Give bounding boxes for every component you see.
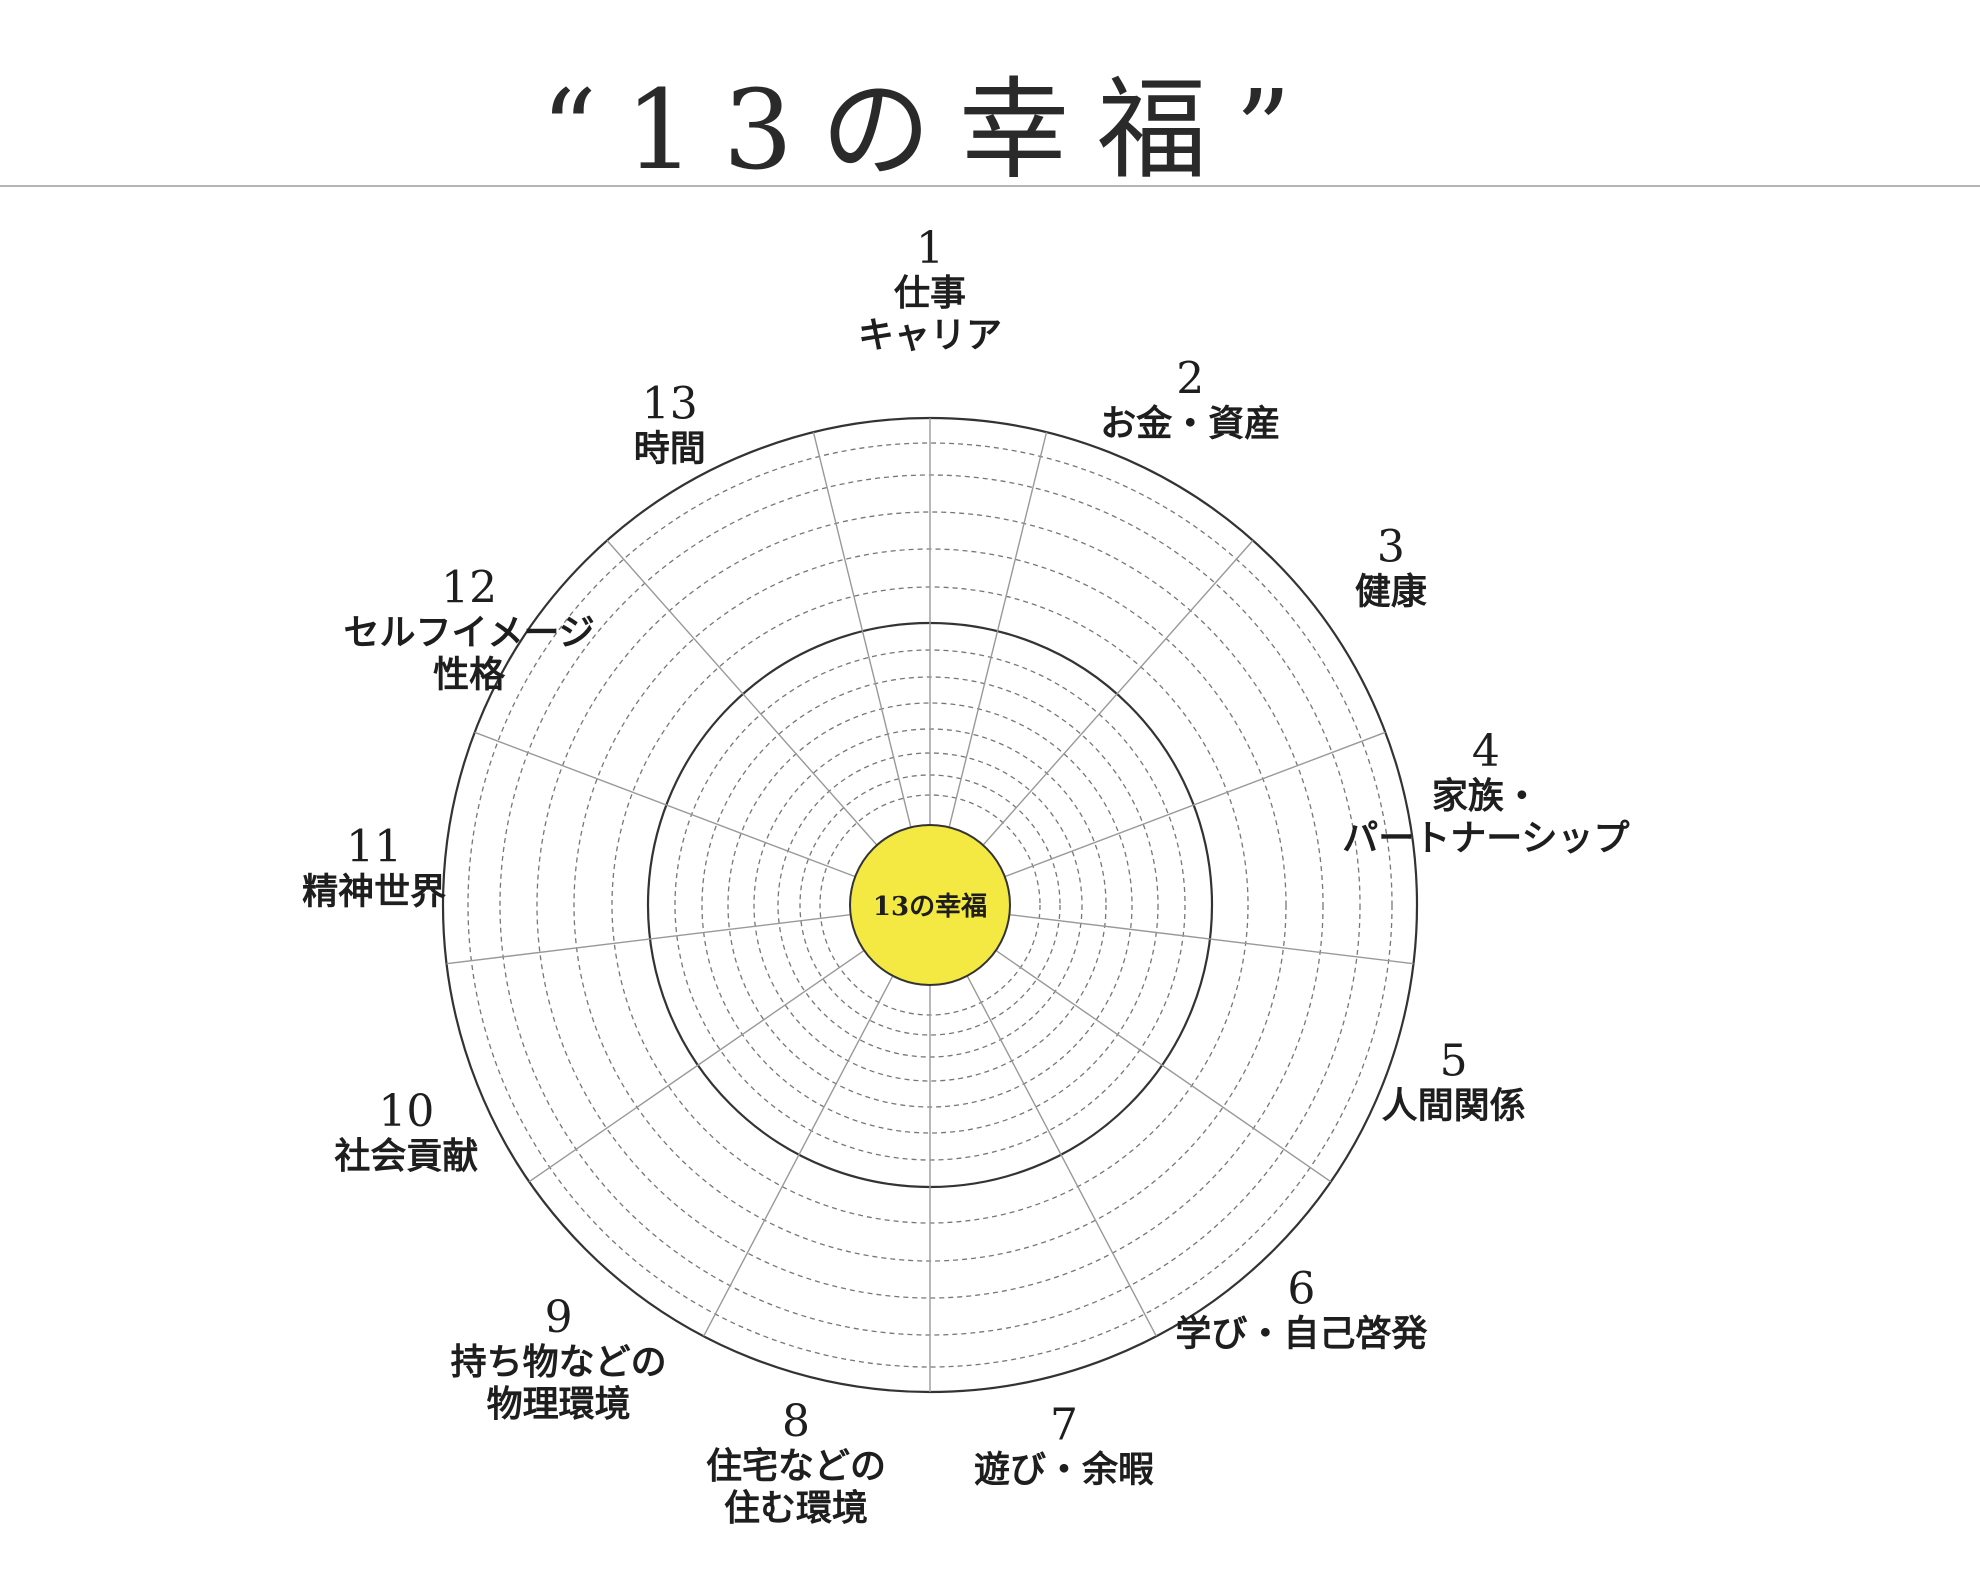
category-name: 学び・自己啓発 <box>1175 1312 1428 1354</box>
category-number: 4 <box>1472 726 1500 777</box>
category-label-7: 7遊び・余暇 <box>974 1399 1154 1490</box>
category-number: 1 <box>916 223 944 274</box>
category-name: 遊び・余暇 <box>974 1448 1154 1490</box>
spoke-9 <box>528 949 865 1183</box>
title-divider <box>0 185 1980 187</box>
spoke-2 <box>982 540 1254 846</box>
wheel-spokes <box>446 418 1414 1392</box>
category-name: 時間 <box>634 428 706 470</box>
outer-dashed-ring-5 <box>467 442 1393 1368</box>
category-name: 仕事 <box>894 272 966 314</box>
category-number: 9 <box>545 1292 573 1343</box>
category-name: 性格 <box>433 653 506 695</box>
outer-dashed-ring-3 <box>536 511 1324 1299</box>
spoke-6 <box>966 975 1157 1337</box>
category-number: 8 <box>782 1396 810 1447</box>
category-number: 3 <box>1377 522 1405 573</box>
category-number: 6 <box>1287 1263 1315 1314</box>
category-name: 精神世界 <box>302 870 446 912</box>
center-label: 13の幸福 <box>873 892 987 922</box>
spoke-12 <box>606 540 878 846</box>
category-label-3: 3健康 <box>1355 522 1427 613</box>
category-name: 物理環境 <box>487 1383 631 1425</box>
spoke-4 <box>1009 913 1414 965</box>
category-name: 家族・ <box>1432 775 1540 817</box>
category-name: お金・資産 <box>1100 403 1280 445</box>
spoke-5 <box>995 949 1332 1183</box>
spoke-1 <box>948 431 1048 828</box>
spoke-3 <box>1004 731 1386 878</box>
spoke-13 <box>812 431 912 828</box>
category-label-2: 2お金・資産 <box>1100 354 1280 445</box>
category-number: 11 <box>346 821 402 872</box>
category-number: 2 <box>1176 354 1204 405</box>
category-name: セルフイメージ <box>343 611 594 653</box>
category-name: 住宅などの <box>706 1445 886 1487</box>
center-circle <box>849 824 1011 986</box>
spoke-8 <box>703 975 894 1337</box>
category-name: 人間関係 <box>1382 1084 1526 1126</box>
category-number: 10 <box>378 1086 434 1137</box>
category-number: 7 <box>1050 1399 1078 1450</box>
category-name: 健康 <box>1355 571 1427 613</box>
category-name: キャリア <box>858 314 1002 356</box>
page-title: “13の幸福” <box>540 66 1320 194</box>
category-label-4: 4家族・パートナーシップ <box>1342 726 1629 859</box>
wheel-center: 13の幸福 <box>849 824 1011 986</box>
spoke-10 <box>446 913 851 965</box>
category-label-6: 6学び・自己啓発 <box>1175 1263 1428 1354</box>
category-number: 5 <box>1440 1035 1468 1086</box>
category-name: 社会貢献 <box>334 1135 478 1177</box>
category-name: 住む環境 <box>724 1487 868 1529</box>
category-number: 12 <box>441 562 497 613</box>
category-name: 持ち物などの <box>451 1341 667 1383</box>
spoke-11 <box>474 731 856 878</box>
category-number: 13 <box>642 379 698 430</box>
category-name: パートナーシップ <box>1342 817 1629 859</box>
